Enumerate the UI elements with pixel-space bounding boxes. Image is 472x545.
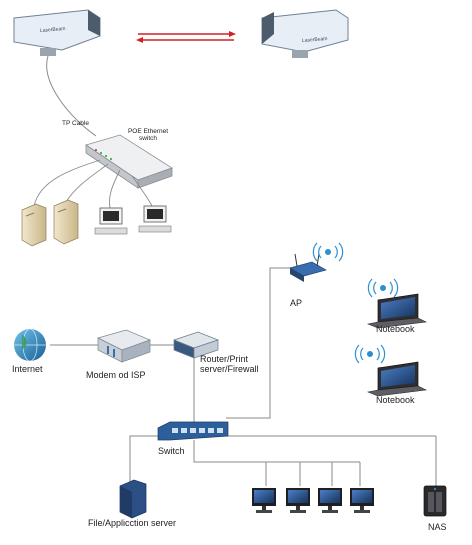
internet-label: Internet [12,364,43,374]
workstation-3 [318,488,342,513]
notebook-1 [366,293,428,329]
desktop-pc-1 [94,207,128,235]
nas-label: NAS [428,522,447,532]
bidirectional-arrows [136,31,236,43]
tower-pc-1 [21,203,47,247]
workstation-2 [286,488,310,513]
poe-switch-label: POE Ethernet switch [126,128,170,143]
file-server [119,479,147,519]
modem [97,329,151,363]
poe-client-cables [33,159,153,209]
wifi-signal-notebook-2 [354,344,386,364]
wifi-signal-notebook-1 [367,278,399,298]
access-point [289,253,327,282]
tp-cable-label: TP Cable [62,120,89,127]
file-server-label: File/Applicction server [88,518,177,528]
tp-cable [46,55,97,137]
ap-label: AP [290,298,303,308]
laser-unit-left [13,9,101,56]
router [172,331,220,359]
notebook-2 [366,361,428,397]
laser-unit-right [261,9,349,58]
wifi-signal-ap [312,242,344,262]
modem-label: Modem od ISP [86,370,146,380]
poe-switch-label-line2: switch [138,135,158,143]
nas [423,485,447,517]
notebook-1-label: Notebook [376,324,415,334]
notebook-2-label: Notebook [376,395,415,405]
tower-pc-2 [53,199,79,245]
router-label: Router/Print server/Firewall [200,354,259,375]
internet-globe [14,328,46,362]
router-label-line1: Router/Print [200,354,249,364]
poe-switch [85,134,173,189]
desktop-pc-2 [138,205,172,233]
main-switch [157,421,229,441]
switch-label: Switch [158,446,185,456]
workstation-4 [350,488,374,513]
router-label-line2: server/Firewall [200,364,259,375]
network-links [50,267,437,486]
workstation-1 [252,488,276,513]
poe-switch-label-line1: POE Ethernet [127,128,169,135]
